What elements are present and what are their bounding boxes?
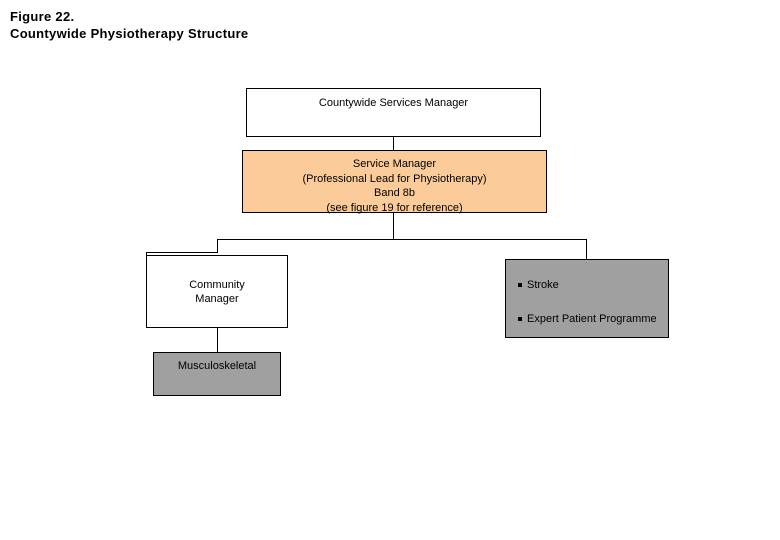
figure-title: Figure 22. Countywide Physiotherapy Stru… (10, 8, 430, 42)
node-community-manager[interactable]: Community Manager (146, 255, 288, 328)
connector-community-to-musculoskeletal (217, 328, 218, 353)
node-countywide-services-manager[interactable]: Countywide Services Manager (246, 88, 541, 137)
connector-left-branch-run (146, 252, 218, 253)
node-service-manager-label: Service Manager (Professional Lead for P… (302, 158, 487, 214)
connector-distribution-bar (217, 239, 587, 240)
node-musculoskeletal-label: Musculoskeletal (177, 360, 257, 372)
node-services-list[interactable]: Stroke Expert Patient Programme (505, 259, 669, 338)
services-list-item-label: Stroke (527, 279, 559, 291)
services-list: Stroke Expert Patient Programme (506, 260, 668, 326)
bullet-icon (518, 282, 522, 287)
connector-left-branch-drop (217, 239, 218, 253)
connector-left-branch-to-community (146, 252, 147, 256)
connector-service-stem (393, 213, 394, 240)
node-musculoskeletal[interactable]: Musculoskeletal (153, 352, 281, 396)
node-countywide-services-manager-label: Countywide Services Manager (318, 97, 469, 109)
node-service-manager[interactable]: Service Manager (Professional Lead for P… (242, 150, 547, 214)
services-list-item-label: Expert Patient Programme (527, 313, 657, 325)
list-item: Stroke (518, 278, 668, 292)
node-community-manager-label: Community Manager (189, 278, 245, 305)
connector-right-branch-to-services (586, 239, 587, 260)
connector-top-to-service (393, 137, 394, 150)
figure-title-line-1: Figure 22. (10, 9, 75, 24)
bullet-icon (518, 316, 522, 321)
list-item: Expert Patient Programme (518, 312, 668, 326)
figure-title-line-2: Countywide Physiotherapy Structure (10, 26, 249, 41)
